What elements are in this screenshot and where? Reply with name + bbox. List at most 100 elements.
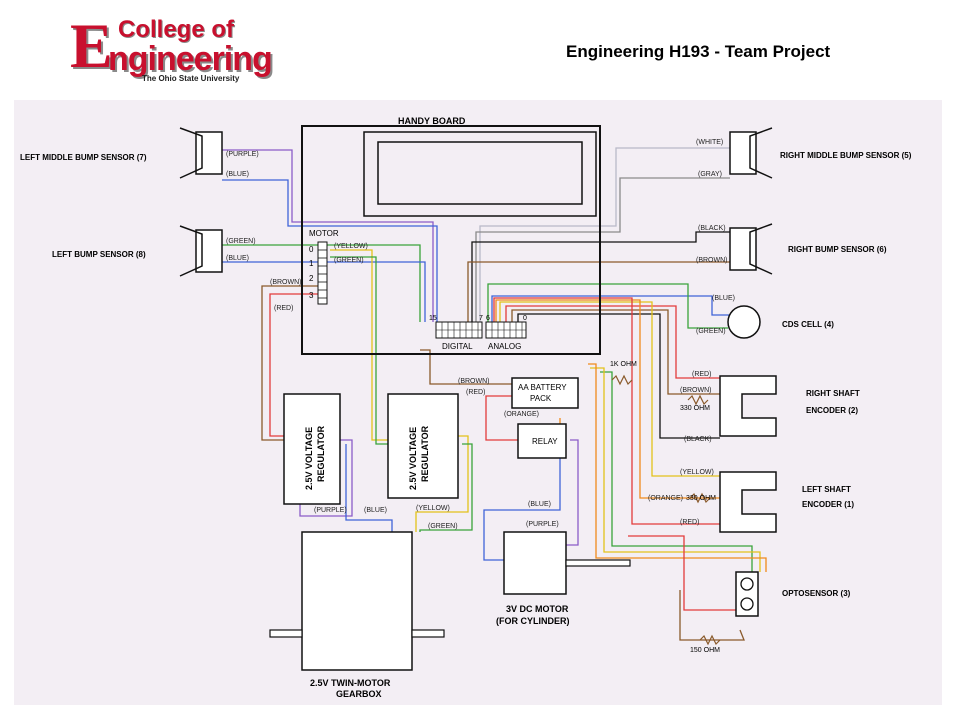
relay: [517, 423, 567, 459]
logo-engineering: ngineering: [108, 40, 273, 78]
wire-green-left-bump: [222, 244, 421, 322]
wire-red-left-shaft: [493, 297, 720, 525]
right-shaft-encoder: [719, 375, 777, 437]
wire-yellow-left-shaft: [499, 301, 720, 477]
left-shaft-encoder: [719, 471, 777, 533]
optosensor-label: OPTOSENSOR (3): [782, 589, 851, 598]
wire-yellow-gearbox: [415, 435, 469, 532]
left-middle-bump-label: LEFT MIDDLE BUMP SENSOR (7): [20, 153, 147, 162]
wire-orange-opto: [588, 363, 767, 572]
label-brown-rse: (BROWN): [680, 387, 712, 394]
right-bump-sensor: [729, 223, 773, 275]
motor-port-0: 0: [309, 245, 314, 254]
battery-label-1: AA BATTERY: [518, 383, 567, 392]
label-blue-gearbox: (BLUE): [364, 507, 387, 514]
lcd-outer: [363, 131, 597, 217]
wire-black-right-bump: [471, 231, 730, 322]
label-red-rse: (RED): [692, 371, 711, 378]
analog-label: ANALOG: [488, 342, 521, 351]
label-red-lse: (RED): [680, 519, 699, 526]
diagram-background: [14, 100, 942, 705]
wire-green-gearbox: [419, 443, 473, 532]
wire-red-right-shaft: [505, 305, 720, 379]
label-purple-lmb: (PURPLE): [226, 151, 259, 158]
header: E College of ngineering The Ohio State U…: [0, 0, 960, 98]
gearbox-shaft-right: [411, 629, 445, 638]
battery-label-2: PACK: [530, 394, 552, 403]
wire-brown-opto: [679, 590, 745, 641]
label-orange-lse: (ORANGE): [648, 495, 683, 502]
wire-red-opto: [628, 535, 740, 611]
label-yellow-gearbox: (YELLOW): [416, 505, 450, 512]
label-green-cds: (GREEN): [696, 328, 726, 335]
label-black-rb: (BLACK): [698, 225, 726, 232]
wire-blue-dc-motor: [483, 426, 561, 561]
port-0-label: 0: [523, 315, 527, 322]
wire-blue-cds: [491, 295, 740, 322]
io-header-pins: [436, 322, 526, 338]
resistor-150: [699, 634, 721, 646]
relay-label: RELAY: [532, 437, 558, 446]
right-shaft-label-2: ENCODER (2): [806, 406, 858, 415]
regulator-2-line-1: 2.5V VOLTAGE: [408, 427, 418, 490]
wire-yellow-opto: [590, 367, 761, 572]
port-7-label: 7: [479, 315, 483, 322]
right-middle-bump-sensor: [729, 127, 773, 179]
dc-motor: [503, 531, 567, 595]
wire-blue-left-bump: [222, 261, 426, 322]
resistor-330-left: [689, 492, 711, 504]
logo-college-of: College of: [118, 16, 235, 43]
gearbox-label-1: 2.5V TWIN-MOTOR: [310, 678, 391, 688]
handy-board-label: HANDY BOARD: [398, 116, 466, 126]
label-blue-dc: (BLUE): [528, 501, 551, 508]
left-bump-label: LEFT BUMP SENSOR (8): [52, 250, 146, 259]
cds-cell: [727, 305, 761, 339]
resistor-330-left-label: 330 OHM: [686, 495, 716, 502]
regulator-2-text: 2.5V VOLTAGE REGULATOR: [408, 425, 430, 490]
aa-battery-pack: [511, 377, 579, 409]
label-green-motor: (GREEN): [334, 257, 364, 264]
wire-black-right-shaft: [517, 313, 720, 439]
optosensor-detector: [740, 597, 754, 611]
dc-motor-label-2: (FOR CYLINDER): [496, 616, 570, 626]
label-black-rse: (BLACK): [684, 436, 712, 443]
wire-purple-gearbox: [299, 439, 353, 517]
label-red-battery: (RED): [466, 389, 485, 396]
wire-blue-left-middle-bump: [222, 179, 438, 322]
motor-port-2: 2: [309, 274, 314, 283]
digital-label: DIGITAL: [442, 342, 473, 351]
resistor-330-right-label: 330 OHM: [680, 405, 710, 412]
label-blue-cds: (BLUE): [712, 295, 735, 302]
regulator-1-text: 2.5V VOLTAGE REGULATOR: [304, 425, 326, 490]
wire-green-opto: [600, 371, 753, 572]
motor-header-pins: [318, 249, 327, 299]
wiring-diagram: HANDY BOARD MOTOR 0 1 2 3 15 7 6 0 DIGIT…: [14, 100, 942, 705]
motor-header: [317, 241, 328, 305]
left-bump-sensor: [179, 225, 223, 277]
gearbox-shaft-left: [269, 629, 303, 638]
label-brown-motor: (BROWN): [270, 279, 302, 286]
resistor-1k-label: 1K OHM: [610, 361, 637, 368]
wire-blue-gearbox: [345, 444, 393, 532]
wire-labels: (PURPLE) (BLUE) (GREEN) (BLUE) (YELLOW) …: [226, 139, 735, 530]
left-shaft-label-2: ENCODER (1): [802, 500, 854, 509]
twin-motor-gearbox: [301, 531, 413, 671]
port-15-label: 15: [429, 315, 437, 322]
label-purple-dc: (PURPLE): [526, 521, 559, 528]
right-shaft-label-1: RIGHT SHAFT: [806, 389, 860, 398]
gearbox-label-2: GEARBOX: [336, 689, 382, 699]
label-purple-gearbox: (PURPLE): [314, 507, 347, 514]
wire-brown-right-bump: [467, 261, 730, 322]
wire-brown-motor-3: [261, 285, 318, 441]
regulator-2-line-2: REGULATOR: [420, 425, 430, 482]
label-brown-battery: (BROWN): [458, 378, 490, 385]
label-gray-rmb: (GRAY): [698, 171, 722, 178]
voltage-regulator-1: [283, 393, 341, 505]
resistor-330-right: [687, 394, 709, 406]
wire-red-motor-3: [269, 293, 318, 437]
wire-purple-left-middle-bump: [222, 149, 434, 322]
wire-white-right-middle-bump: [479, 147, 730, 322]
left-shaft-label-1: LEFT SHAFT: [802, 485, 851, 494]
regulator-1-line-2: REGULATOR: [316, 425, 326, 482]
cds-cell-label: CDS CELL (4): [782, 320, 834, 329]
